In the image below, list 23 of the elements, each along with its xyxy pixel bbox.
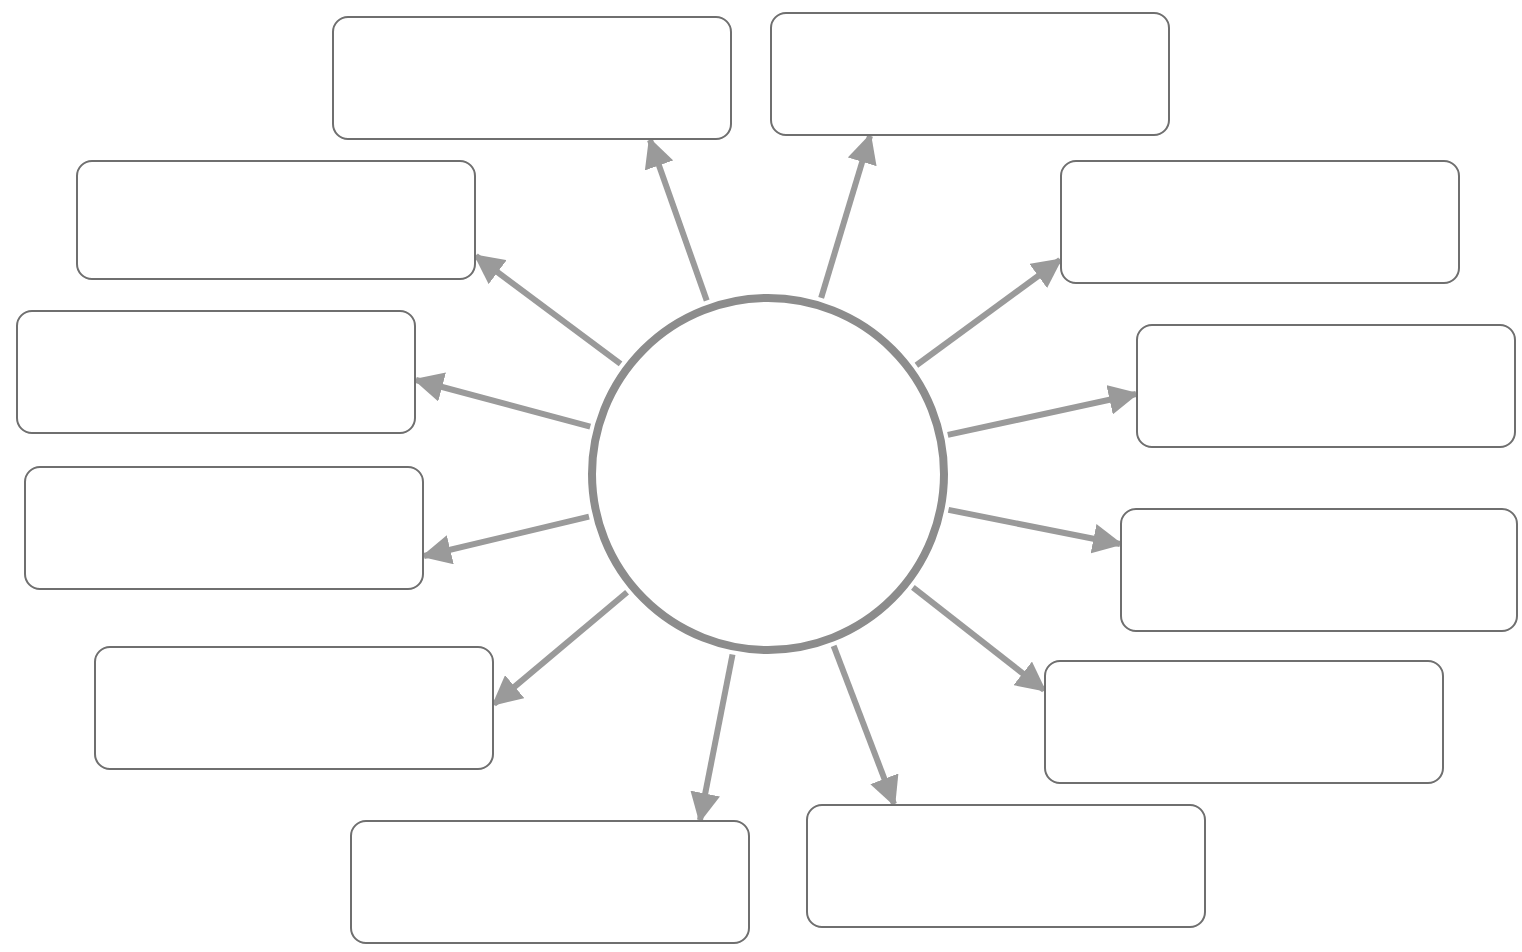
empty-box: [1060, 160, 1460, 284]
arrow: [413, 372, 591, 430]
arrow: [421, 513, 590, 565]
empty-box: [94, 646, 494, 770]
arrow: [830, 644, 899, 807]
empty-box: [24, 466, 424, 590]
empty-box: [1120, 508, 1518, 632]
empty-box: [1136, 324, 1516, 448]
arrow: [947, 385, 1139, 438]
empty-box: [332, 16, 732, 140]
empty-box: [16, 310, 416, 434]
arrow: [818, 133, 877, 299]
arrow: [473, 253, 623, 367]
empty-box: [770, 12, 1170, 136]
empty-box: [1044, 660, 1444, 784]
empty-box: [350, 820, 750, 944]
empty-box: [76, 160, 476, 280]
arrow: [947, 506, 1123, 554]
arrow: [914, 257, 1063, 368]
empty-box: [806, 804, 1206, 928]
arrow: [911, 585, 1047, 693]
arrow: [491, 590, 629, 707]
arrow: [690, 653, 736, 823]
